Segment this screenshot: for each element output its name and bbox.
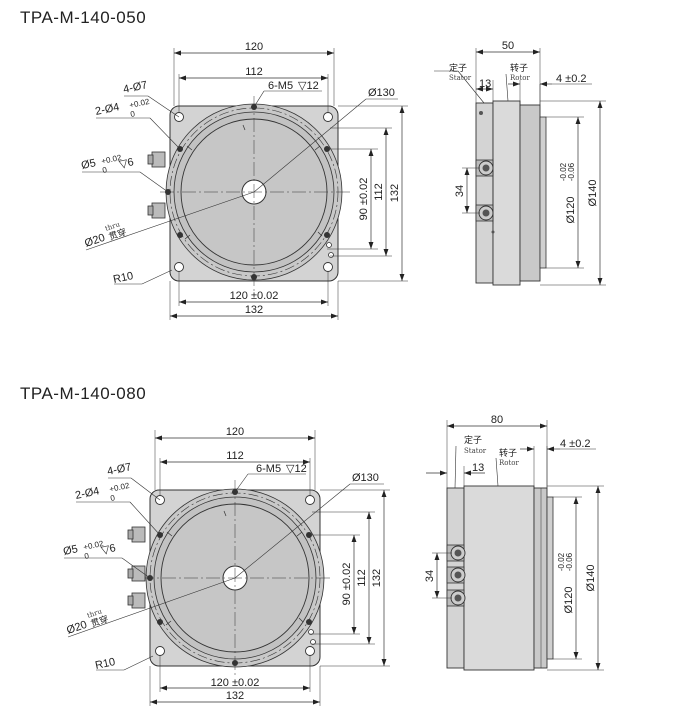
dim-height-112-2: 112 bbox=[356, 569, 368, 587]
front-view-080: 120 112 120 ±0.02 132 90 ±0.02 112 132 Ø… bbox=[62, 426, 390, 706]
label-stator-en: Stator bbox=[449, 74, 472, 82]
label-holes-4: 2-Ø4 bbox=[94, 101, 120, 118]
dim-width-total: 132 bbox=[245, 304, 263, 316]
label-hole-5-tol-top-2: +0.02 bbox=[83, 539, 105, 552]
drawing-title-050: TPA-M-140-050 bbox=[20, 8, 147, 27]
label-m5-depth-2: ▽12 bbox=[286, 463, 307, 475]
dim-width-outer: 120 bbox=[245, 41, 263, 53]
side-view-050: 50 13 4 ±0.2 定子 Stator 转子 Rotor 34 Ø120 … bbox=[434, 40, 606, 286]
side-dim-34-2: 34 bbox=[424, 570, 436, 582]
label-rotor-cn-2: 转子 bbox=[499, 447, 517, 459]
label-hole-5-depth-2: ▽6 bbox=[100, 542, 117, 557]
label-stator-cn: 定子 bbox=[449, 62, 467, 74]
label-radius-2: R10 bbox=[94, 656, 116, 672]
label-holes-4-tol-top-2: +0.02 bbox=[109, 481, 131, 494]
side-dim-dia-120-tol-bot-2: -0.06 bbox=[565, 552, 574, 571]
label-dia-130: Ø130 bbox=[368, 87, 395, 99]
label-holes-4-tol-bot: 0 bbox=[130, 109, 137, 119]
label-hole-5-tol-top: +0.02 bbox=[101, 153, 123, 166]
label-holes-7: 4-Ø7 bbox=[122, 79, 148, 96]
label-rotor-en: Rotor bbox=[510, 74, 531, 82]
side-dim-13: 13 bbox=[479, 78, 491, 90]
label-stator-en-2: Stator bbox=[464, 447, 487, 455]
front-view-050: 120 112 120 ±0.02 132 90 ±0.02 112 132 Ø… bbox=[80, 41, 408, 320]
dim-height-132-2: 132 bbox=[371, 569, 383, 587]
dim-bolt-width-2: 120 ±0.02 bbox=[211, 677, 260, 689]
side-dim-width-2: 80 bbox=[491, 414, 503, 426]
dim-height-112: 112 bbox=[373, 183, 385, 201]
side-dim-width: 50 bbox=[502, 40, 514, 52]
label-rotor-en-2: Rotor bbox=[499, 459, 520, 467]
label-hole-5-tol-bot: 0 bbox=[102, 165, 109, 175]
dim-width-inner: 112 bbox=[245, 66, 263, 78]
dim-width-outer-2: 120 bbox=[226, 426, 244, 438]
label-hole-5-2: Ø5 bbox=[62, 543, 79, 558]
side-dim-34: 34 bbox=[454, 185, 466, 197]
side-view-080: 80 13 4 ±0.2 定子 Stator 转子 Rotor 34 Ø120 … bbox=[424, 414, 604, 671]
dim-bolt-width: 120 ±0.02 bbox=[230, 290, 279, 302]
label-m5-2: 6-M5 bbox=[256, 463, 281, 475]
side-dim-4-2: 4 ±0.2 bbox=[560, 438, 591, 450]
dim-width-inner-2: 112 bbox=[226, 450, 244, 462]
label-holes-7-2: 4-Ø7 bbox=[106, 461, 132, 478]
label-stator-cn-2: 定子 bbox=[464, 434, 482, 446]
label-hole-5-depth: ▽6 bbox=[118, 156, 135, 171]
label-hole-5: Ø5 bbox=[80, 157, 97, 172]
label-holes-4-tol-top: +0.02 bbox=[129, 97, 151, 110]
label-center-hole-2: Ø20 bbox=[65, 619, 89, 637]
label-rotor-cn: 转子 bbox=[510, 62, 528, 74]
side-dim-dia-120-2: Ø120 bbox=[563, 587, 575, 614]
dim-height-132: 132 bbox=[389, 184, 401, 202]
side-dim-dia-140-2: Ø140 bbox=[585, 565, 597, 592]
side-dim-13-2: 13 bbox=[472, 462, 484, 474]
label-dia-130-2: Ø130 bbox=[352, 472, 379, 484]
dim-height-90-2: 90 ±0.02 bbox=[341, 563, 353, 606]
side-dim-dia-120-tol-top-2: -0.02 bbox=[557, 552, 566, 571]
label-hole-5-tol-bot-2: 0 bbox=[84, 551, 91, 561]
label-holes-4-2: 2-Ø4 bbox=[74, 485, 100, 502]
side-dim-4: 4 ±0.2 bbox=[556, 73, 587, 85]
dim-height-90: 90 ±0.02 bbox=[358, 178, 370, 221]
dim-width-total-2: 132 bbox=[226, 690, 244, 702]
label-center-hole: Ø20 bbox=[83, 232, 107, 250]
side-dim-dia-120: Ø120 bbox=[565, 197, 577, 224]
side-dim-dia-120-tol-top: -0.02 bbox=[559, 162, 568, 181]
label-m5: 6-M5 bbox=[268, 80, 293, 92]
side-dim-dia-120-tol-bot: -0.06 bbox=[567, 162, 576, 181]
label-m5-depth: ▽12 bbox=[298, 80, 319, 92]
side-dim-dia-140: Ø140 bbox=[587, 180, 599, 207]
label-holes-4-tol-bot-2: 0 bbox=[110, 493, 117, 503]
drawing-title-080: TPA-M-140-080 bbox=[20, 384, 147, 403]
label-radius: R10 bbox=[112, 270, 134, 286]
